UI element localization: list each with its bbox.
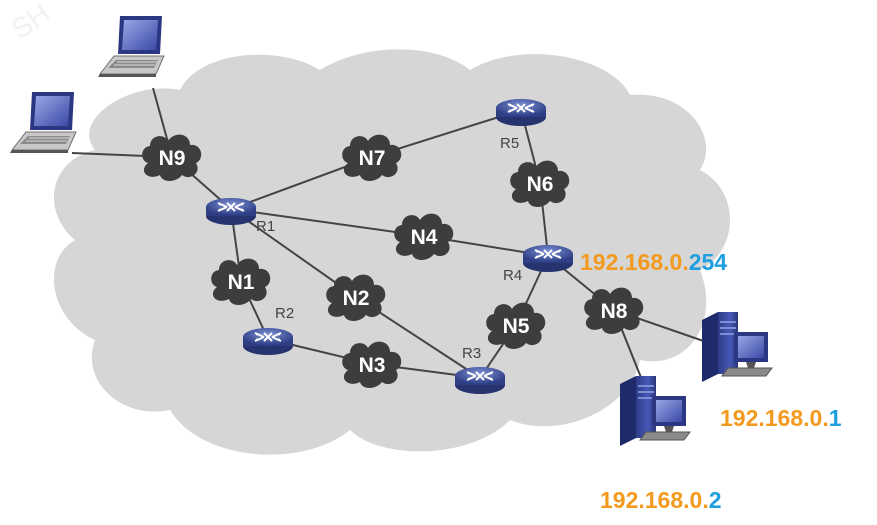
network-n1: N1 bbox=[211, 258, 271, 305]
laptop-icon bbox=[9, 91, 77, 154]
ip-address-host-right: 192.168.0.1 bbox=[720, 405, 842, 431]
router-label: R4 bbox=[503, 267, 522, 284]
watermark: SH bbox=[6, 0, 56, 45]
network-label: N2 bbox=[343, 287, 370, 310]
router-r4: R4 bbox=[503, 244, 574, 284]
router-label: R1 bbox=[256, 218, 275, 235]
network-n5: N5 bbox=[486, 302, 546, 349]
ip-prefix: 192.168.0. bbox=[720, 405, 829, 431]
ip-address-host-bottom: 192.168.0.2 bbox=[600, 487, 722, 513]
network-n4: N4 bbox=[394, 213, 454, 260]
network-n9: N9 bbox=[142, 134, 202, 181]
router-label: R3 bbox=[462, 345, 481, 362]
ip-host: 2 bbox=[709, 487, 722, 513]
network-label: N1 bbox=[228, 271, 255, 294]
ip-prefix: 192.168.0. bbox=[580, 249, 689, 275]
desktop-computer-icon bbox=[619, 375, 691, 447]
network-label: N8 bbox=[601, 300, 628, 323]
network-n3: N3 bbox=[342, 341, 402, 388]
router-icon bbox=[495, 98, 547, 127]
network-label: N3 bbox=[359, 354, 386, 377]
network-label: N6 bbox=[527, 173, 554, 196]
ip-prefix: 192.168.0. bbox=[600, 487, 709, 513]
router-r5: R5 bbox=[495, 98, 547, 152]
router-r1: R1 bbox=[205, 197, 275, 235]
laptop-icon bbox=[97, 15, 165, 78]
network-label: N7 bbox=[359, 147, 386, 170]
router-icon bbox=[522, 244, 574, 273]
ip-address-r4: 192.168.0.254 bbox=[580, 249, 727, 275]
router-icon bbox=[454, 366, 506, 395]
ip-host: 254 bbox=[689, 249, 728, 275]
desktop-computer-icon bbox=[701, 311, 773, 383]
network-label: N9 bbox=[159, 147, 186, 170]
network-label: N5 bbox=[503, 315, 530, 338]
network-n6: N6 bbox=[510, 160, 570, 207]
router-label: R5 bbox=[500, 135, 519, 152]
link-r1-n4 bbox=[230, 208, 425, 237]
network-n7: N7 bbox=[342, 134, 402, 181]
router-r3: R3 bbox=[454, 345, 506, 395]
router-label: R2 bbox=[275, 305, 294, 322]
cloud-shape bbox=[53, 49, 730, 455]
network-n8: N8 bbox=[584, 287, 644, 334]
router-r2: R2 bbox=[242, 305, 294, 356]
router-icon bbox=[205, 197, 257, 226]
ip-host: 1 bbox=[829, 405, 842, 431]
router-icon bbox=[242, 327, 294, 356]
network-label: N4 bbox=[411, 226, 438, 249]
network-n2: N2 bbox=[326, 274, 386, 321]
